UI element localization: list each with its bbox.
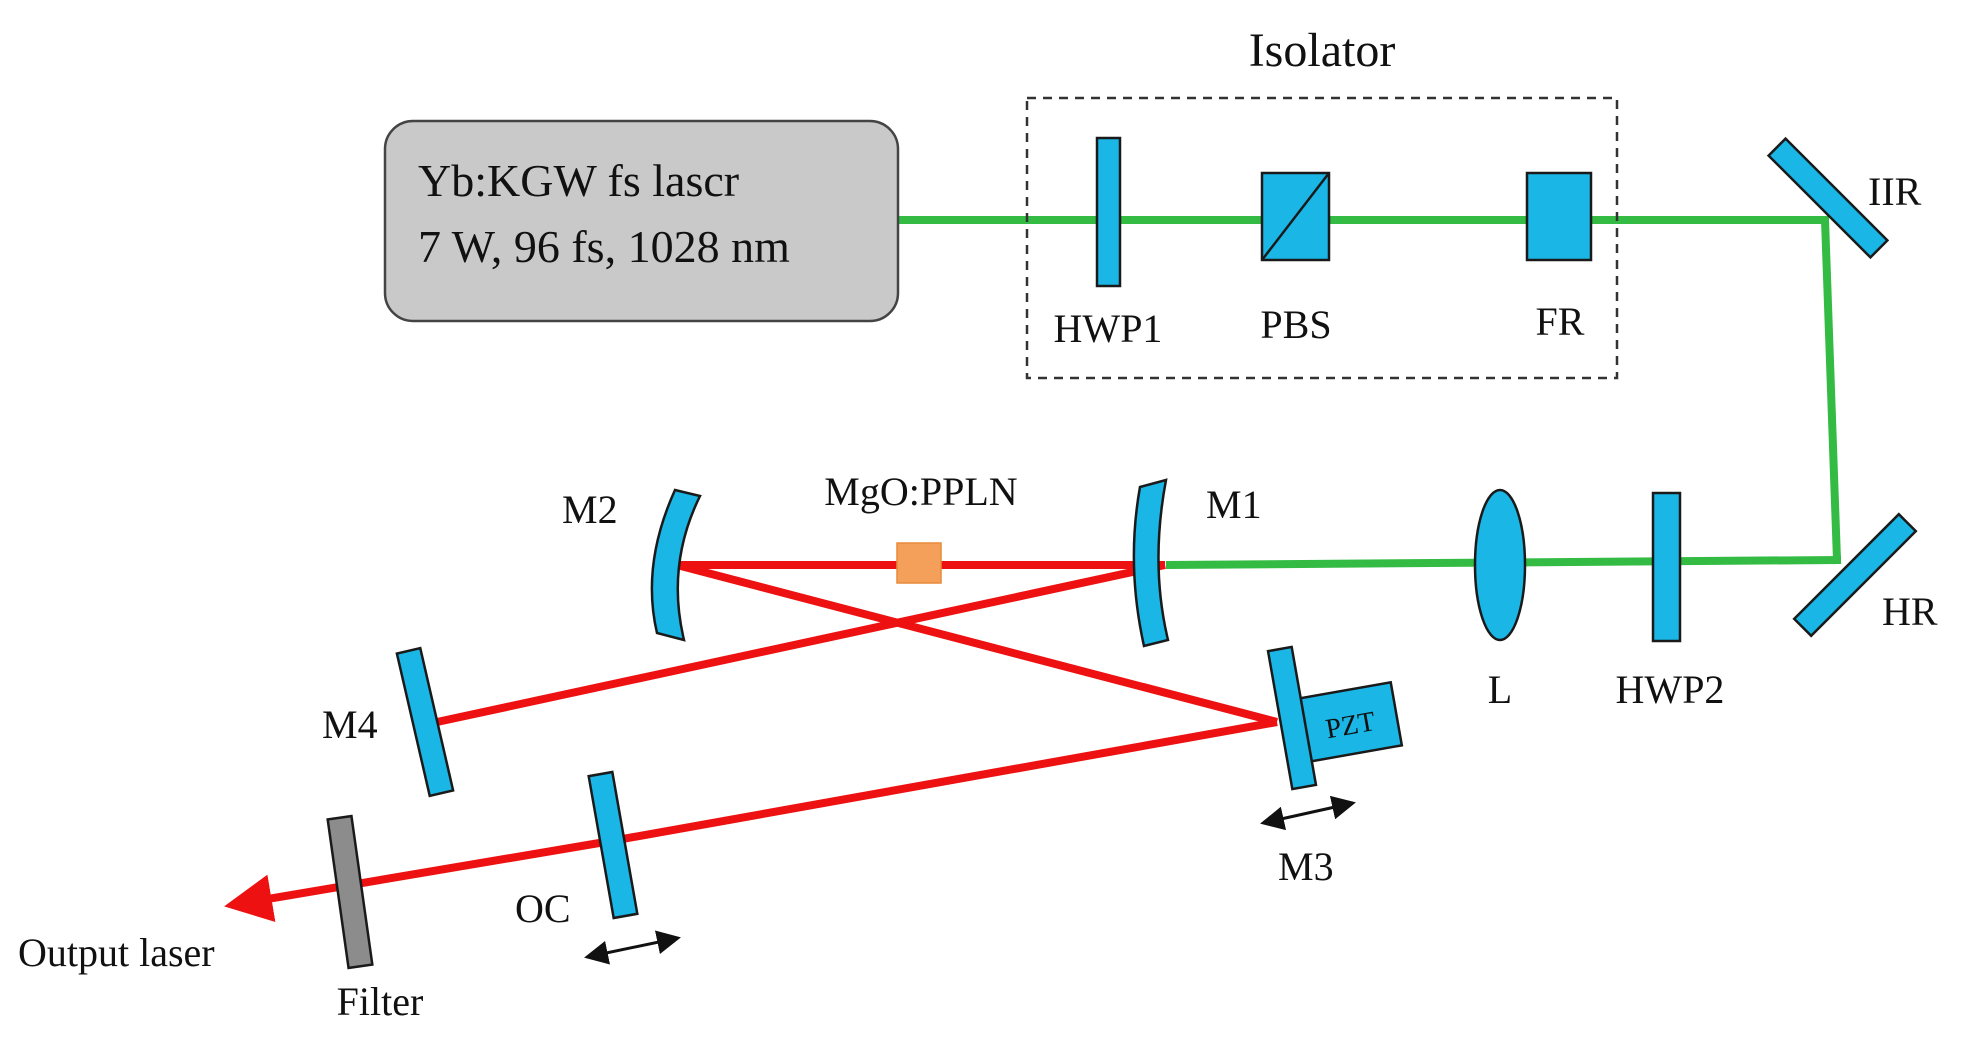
laser-source: Yb:KGW fs lascr 7 W, 96 fs, 1028 nm	[383, 119, 900, 323]
laser-source-box	[383, 119, 900, 323]
m2-label: M2	[562, 487, 618, 532]
signal-beam	[224, 561, 1279, 923]
hr-top-label: IIR	[1868, 169, 1922, 214]
pump-beam-segment-2	[1820, 215, 1842, 565]
isolator-group: Isolator HWP1 PBS FR	[1025, 24, 1619, 380]
crystal-label: MgO:PPLN	[824, 469, 1017, 514]
oc-label: OC	[515, 886, 571, 931]
fr-label: FR	[1536, 299, 1585, 344]
m1-label: M1	[1206, 482, 1262, 527]
pbs-cube	[1260, 171, 1331, 262]
faraday-rotator	[1525, 171, 1593, 262]
signal-beam-m1-m4	[436, 561, 1166, 726]
filter-label: Filter	[337, 979, 424, 1024]
output-coupler	[587, 770, 639, 920]
m4-mirror	[395, 646, 455, 798]
signal-beam-m2-m3	[675, 561, 1279, 726]
hwp1-plate	[1095, 136, 1122, 288]
hr-bottom-label: HR	[1882, 589, 1938, 634]
m3-assembly: PZT	[1266, 645, 1404, 791]
laser-source-line1: Yb:KGW fs lascr	[418, 155, 739, 206]
pbs-label: PBS	[1260, 302, 1331, 347]
isolator-title: Isolator	[1249, 24, 1396, 77]
m3-mirror	[1266, 645, 1318, 791]
m3-label: M3	[1278, 844, 1334, 889]
lens-label: L	[1488, 667, 1512, 712]
hr-mirror-bottom	[1792, 512, 1918, 638]
oc-translation-arrow	[584, 930, 681, 965]
hwp2-label: HWP2	[1616, 667, 1725, 712]
hwp2-plate	[1651, 491, 1682, 643]
hr-mirror-top	[1766, 136, 1890, 260]
laser-source-line2: 7 W, 96 fs, 1028 nm	[418, 221, 790, 272]
output-filter	[326, 814, 374, 970]
m3-translation-arrow	[1260, 795, 1356, 831]
output-laser-label: Output laser	[18, 930, 215, 975]
signal-beam-m3-oc	[616, 718, 1278, 844]
hwp1-label: HWP1	[1054, 306, 1163, 351]
m2-mirror	[650, 488, 702, 642]
focusing-lens	[1473, 488, 1527, 642]
signal-beam-output	[224, 836, 618, 923]
m4-label: M4	[322, 702, 378, 747]
isolator-boundary	[1025, 96, 1619, 380]
pump-beam	[894, 215, 1842, 570]
mgo-ppln-crystal	[896, 542, 942, 584]
m1-mirror	[1132, 478, 1170, 648]
